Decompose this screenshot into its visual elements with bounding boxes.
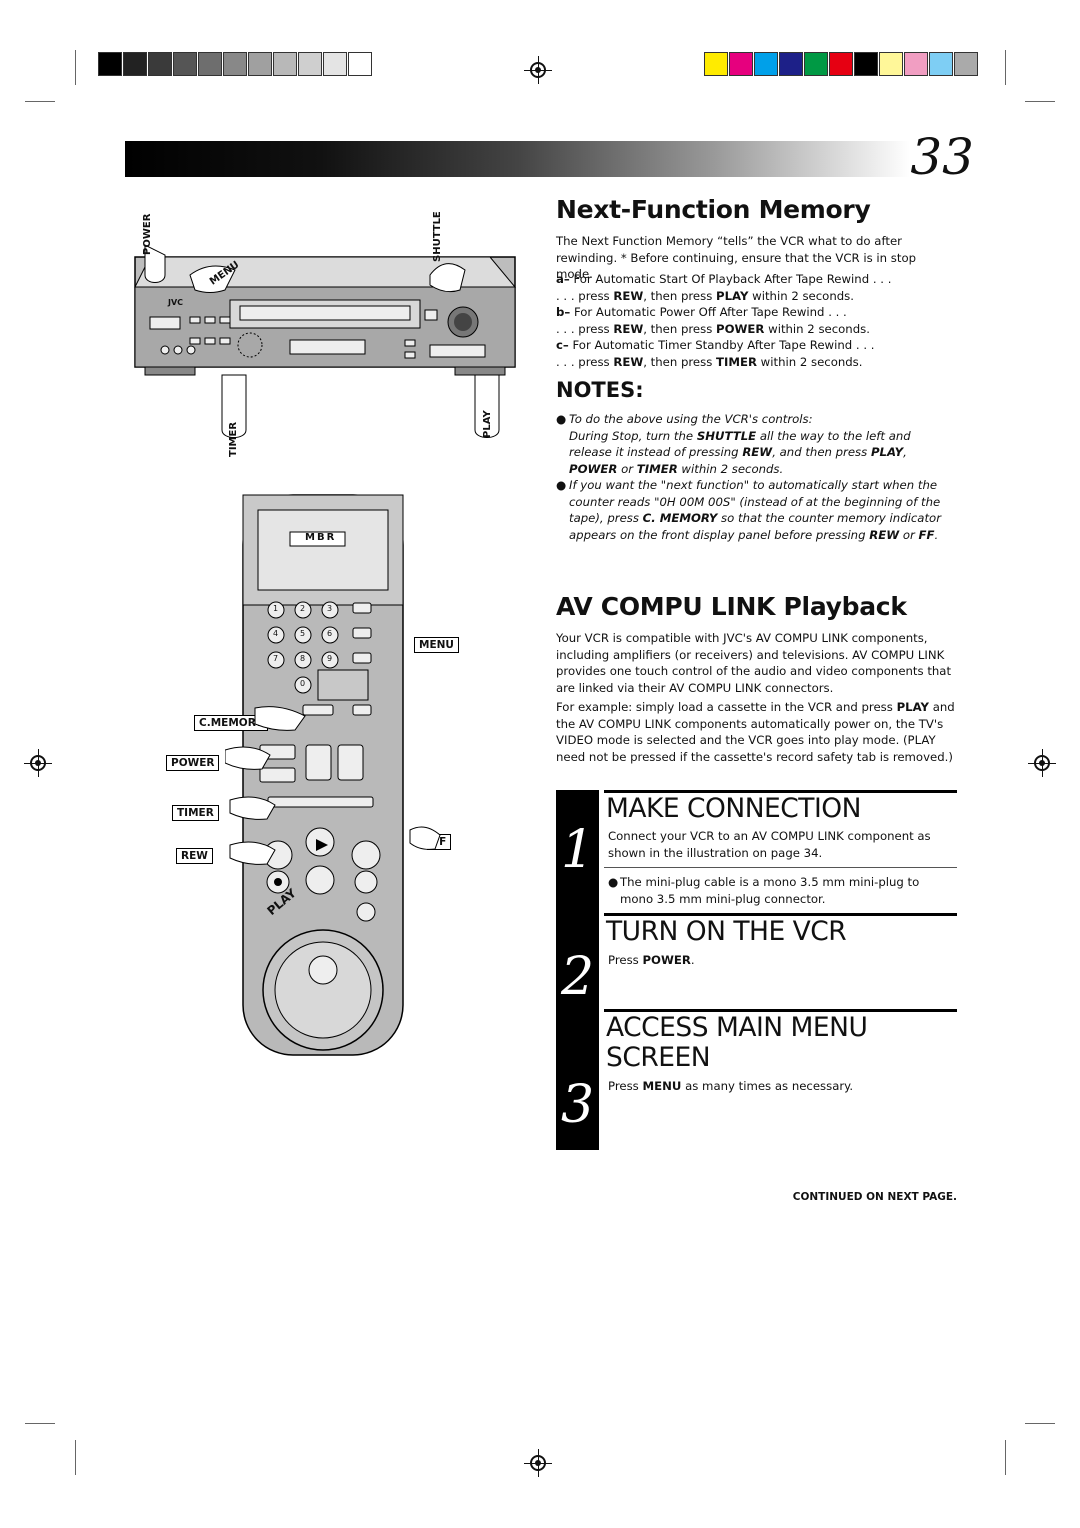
- vcr-brand-logo: JVC: [168, 298, 184, 307]
- step-number-bar: [556, 790, 599, 1150]
- digit-9: 9: [327, 654, 333, 663]
- digit-6: 6: [327, 629, 333, 638]
- remote-label-timer: TIMER: [172, 805, 219, 821]
- digit-2: 2: [300, 604, 306, 613]
- remote-label-menu: MENU: [414, 637, 459, 653]
- notes-list: ● To do the above using the VCR's contro…: [556, 411, 956, 543]
- digit-1: 1: [273, 604, 279, 613]
- vcr-label-play: PLAY: [482, 410, 493, 438]
- digit-8: 8: [300, 654, 306, 663]
- av-compu-heading: AV COMPU LINK Playback: [556, 592, 907, 621]
- list-item: . . . press REW, then press TIMER within…: [556, 354, 863, 369]
- step-title-3b: SCREEN: [606, 1042, 711, 1073]
- note-item: ● To do the above using the VCR's contro…: [556, 412, 911, 476]
- step-title-3a: ACCESS MAIN MENU: [606, 1012, 868, 1043]
- remote-illustration: [242, 494, 404, 1056]
- next-function-heading: Next-Function Memory: [556, 195, 871, 224]
- vcr-label-timer: TIMER: [228, 421, 239, 457]
- registration-mark-right: [1028, 749, 1056, 777]
- list-item: . . . press REW, then press PLAY within …: [556, 288, 854, 303]
- list-item: b– For Automatic Power Off After Tape Re…: [556, 305, 847, 319]
- step-rule-3: [604, 1009, 957, 1012]
- step-text-1: Connect your VCR to an AV COMPU LINK com…: [608, 829, 931, 860]
- next-function-list: a– For Automatic Start Of Playback After…: [556, 271, 956, 370]
- step-rule-1: [604, 790, 957, 793]
- vcr-label-power: POWER: [142, 213, 153, 255]
- step-text-3: Press MENU as many times as necessary.: [608, 1079, 854, 1093]
- step-title-2: TURN ON THE VCR: [606, 916, 847, 947]
- header-gradient-bar: [125, 141, 910, 177]
- av-compu-para2: For example: simply load a cassette in t…: [556, 700, 955, 764]
- registration-mark-left: [24, 749, 52, 777]
- vcr-label-shuttle: SHUTTLE: [432, 211, 443, 262]
- step-divider-1: [604, 867, 957, 868]
- step-number-2: 2: [560, 947, 595, 1007]
- vcr-illustration: [134, 244, 517, 438]
- digit-3: 3: [327, 604, 333, 613]
- digit-4: 4: [273, 629, 279, 638]
- remote-label-c-memory: C.MEMORY: [194, 715, 268, 731]
- step-text-2: Press POWER.: [608, 953, 695, 967]
- step-title-1: MAKE CONNECTION: [606, 793, 861, 824]
- av-compu-para1: Your VCR is compatible with JVC's AV COM…: [556, 631, 952, 695]
- notes-heading: NOTES:: [556, 378, 644, 402]
- list-item: a– For Automatic Start Of Playback After…: [556, 272, 892, 286]
- remote-logo: MBR: [305, 532, 337, 543]
- page-number: 33: [910, 128, 974, 186]
- step-rule-2: [604, 913, 957, 916]
- digit-0: 0: [300, 679, 306, 688]
- remote-label-power: POWER: [166, 755, 220, 771]
- continued-note: CONTINUED ON NEXT PAGE.: [792, 1191, 957, 1203]
- step-number-1: 1: [560, 820, 595, 880]
- registration-mark-bottom: [524, 1449, 552, 1477]
- digit-7: 7: [273, 654, 279, 663]
- remote-label-rew: REW: [176, 848, 213, 864]
- digit-5: 5: [300, 629, 306, 638]
- step-bullet-1: ●The mini-plug cable is a mono 3.5 mm mi…: [608, 875, 920, 906]
- list-item: . . . press REW, then press POWER within…: [556, 321, 870, 336]
- note-item: ● If you want the "next function" to aut…: [556, 478, 942, 542]
- registration-mark-top: [524, 56, 552, 84]
- step-number-3: 3: [560, 1075, 595, 1135]
- remote-hands: [225, 706, 441, 865]
- list-item: c– For Automatic Timer Standby After Tap…: [556, 338, 875, 352]
- next-function-intro: The Next Function Memory “tells” the VCR…: [556, 234, 917, 281]
